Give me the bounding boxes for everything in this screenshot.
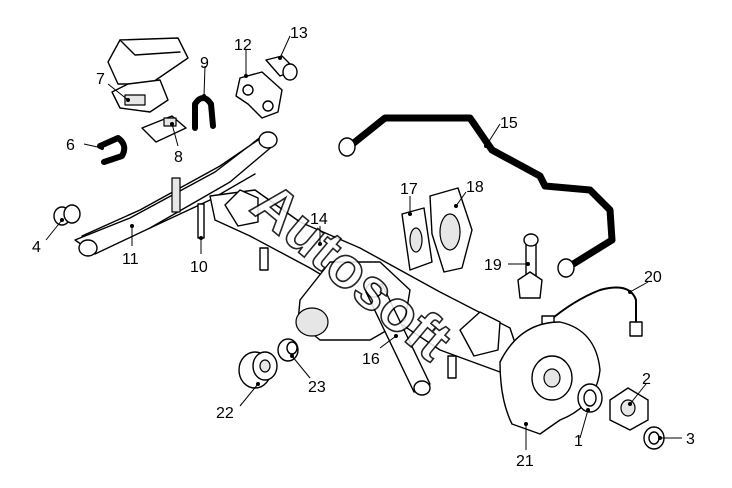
differential-seal[interactable] bbox=[277, 338, 299, 362]
seal-ring[interactable] bbox=[577, 383, 603, 413]
callout-15: 15 bbox=[500, 115, 518, 132]
shackle-bolt[interactable] bbox=[265, 55, 298, 81]
callout-14: 14 bbox=[310, 211, 328, 228]
callout-7: 7 bbox=[96, 71, 105, 88]
bump-stop-bracket[interactable] bbox=[401, 207, 433, 271]
hub-flange[interactable] bbox=[609, 387, 649, 431]
callout-23: 23 bbox=[308, 379, 326, 396]
callout-22: 22 bbox=[216, 405, 234, 422]
stabilizer-bar[interactable] bbox=[338, 114, 616, 278]
leader-lines bbox=[45, 35, 682, 450]
callout-6: 6 bbox=[66, 137, 75, 154]
bump-stop-housing[interactable] bbox=[429, 187, 473, 273]
axle-housing[interactable] bbox=[209, 189, 521, 379]
spring-eye-bushing[interactable] bbox=[53, 204, 81, 226]
shackle-bracket[interactable] bbox=[235, 71, 283, 119]
callout-12: 12 bbox=[234, 37, 252, 54]
callout-20: 20 bbox=[644, 269, 662, 286]
spring-mounting-bracket[interactable] bbox=[107, 37, 189, 113]
callout-17: 17 bbox=[400, 181, 418, 198]
callout-3: 3 bbox=[686, 431, 695, 448]
callout-9: 9 bbox=[200, 55, 209, 72]
callout-16: 16 bbox=[362, 351, 380, 368]
shock-absorber[interactable] bbox=[365, 282, 431, 396]
u-bolt-upper[interactable] bbox=[192, 95, 216, 131]
stabilizer-link-bracket[interactable] bbox=[517, 233, 543, 299]
callout-19: 19 bbox=[484, 257, 502, 274]
leaf-spring[interactable] bbox=[74, 131, 278, 257]
callout-10: 10 bbox=[190, 259, 208, 276]
brake-backing-plate[interactable] bbox=[499, 321, 601, 435]
mounting-bolt[interactable] bbox=[197, 203, 205, 239]
callout-labels: 1 2 3 4 5 6 7 8 9 10 11 12 13 14 15 16 1… bbox=[32, 25, 695, 470]
callout-2: 2 bbox=[642, 371, 651, 388]
u-bolt-lower[interactable] bbox=[97, 135, 128, 165]
callout-8: 8 bbox=[174, 149, 183, 166]
callout-1: 1 bbox=[574, 433, 583, 450]
spring-plate[interactable] bbox=[141, 115, 187, 143]
callout-13: 13 bbox=[290, 25, 308, 42]
callout-4: 4 bbox=[32, 239, 41, 256]
wheel-speed-sensor[interactable] bbox=[541, 286, 643, 337]
callout-21: 21 bbox=[516, 453, 534, 470]
differential-bushing[interactable] bbox=[238, 351, 278, 389]
callout-18: 18 bbox=[466, 179, 484, 196]
callout-11: 11 bbox=[122, 251, 139, 268]
